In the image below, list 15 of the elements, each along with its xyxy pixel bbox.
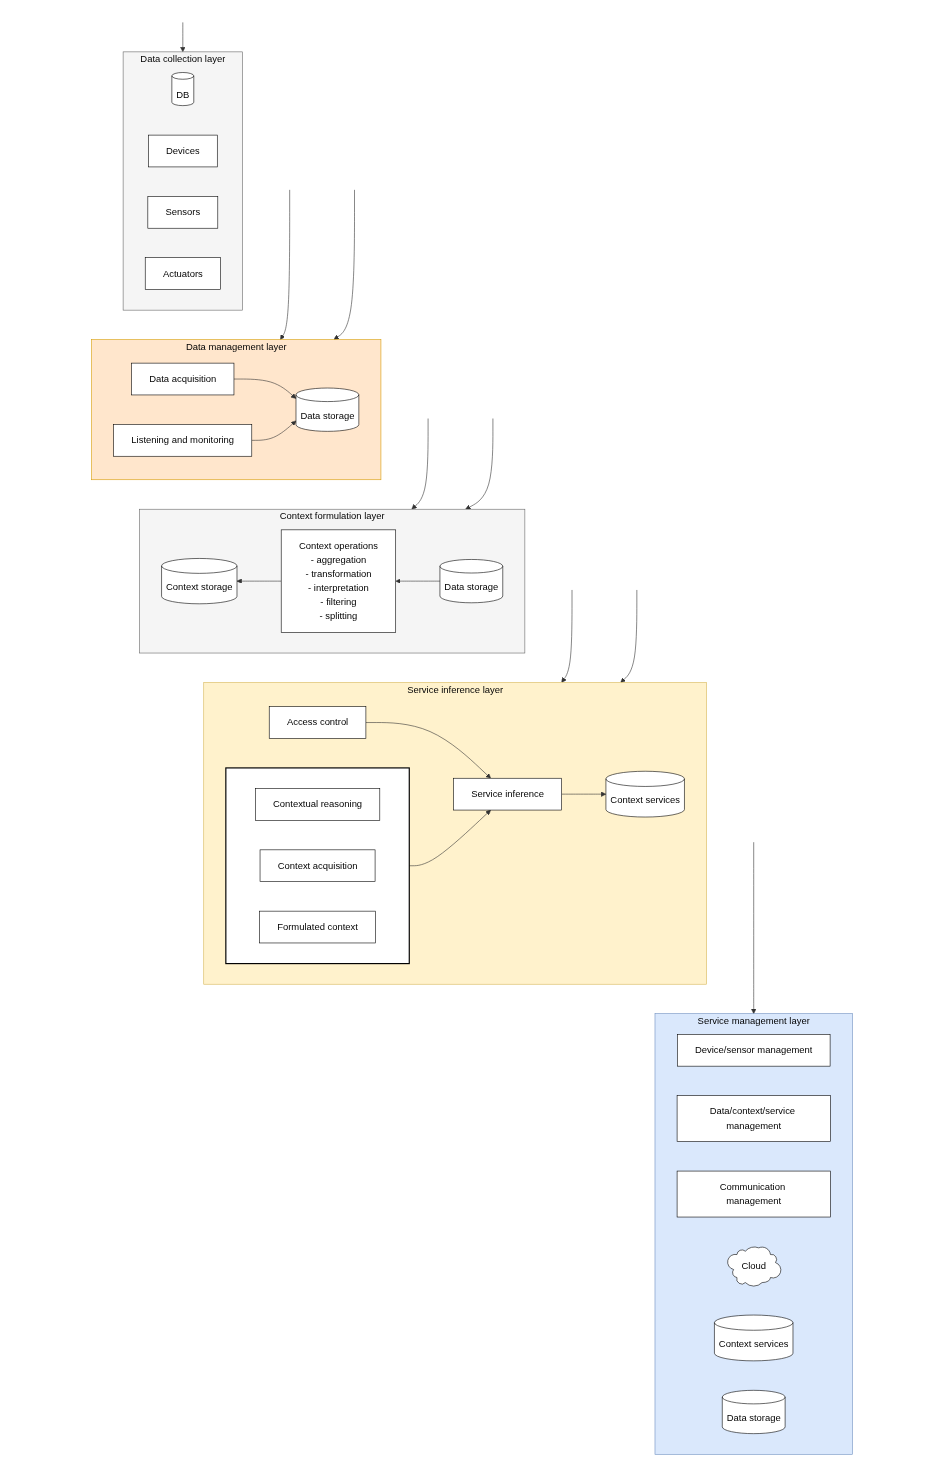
node-box: Access control <box>268 706 367 739</box>
node-box: Listening and monitoring <box>113 424 253 457</box>
node-box: Formulated context <box>259 910 376 944</box>
node-box: Communication management <box>676 1170 831 1218</box>
node-box: Context operations - aggregation - transformation - interpretation - filtering - splitting <box>280 529 396 633</box>
node-box: Context acquisition <box>259 849 376 882</box>
node-box: Service inference <box>453 777 562 811</box>
node-box: Device/sensor management <box>677 1034 831 1067</box>
node-box: Sensors <box>147 196 219 229</box>
cluster <box>225 767 410 965</box>
node-box: Data acquisition <box>131 362 235 396</box>
node-box: Actuators <box>144 257 221 290</box>
node-box: Devices <box>148 134 218 168</box>
node-box: Contextual reasoning <box>255 788 381 821</box>
node-box: Data/context/service management <box>676 1095 831 1142</box>
